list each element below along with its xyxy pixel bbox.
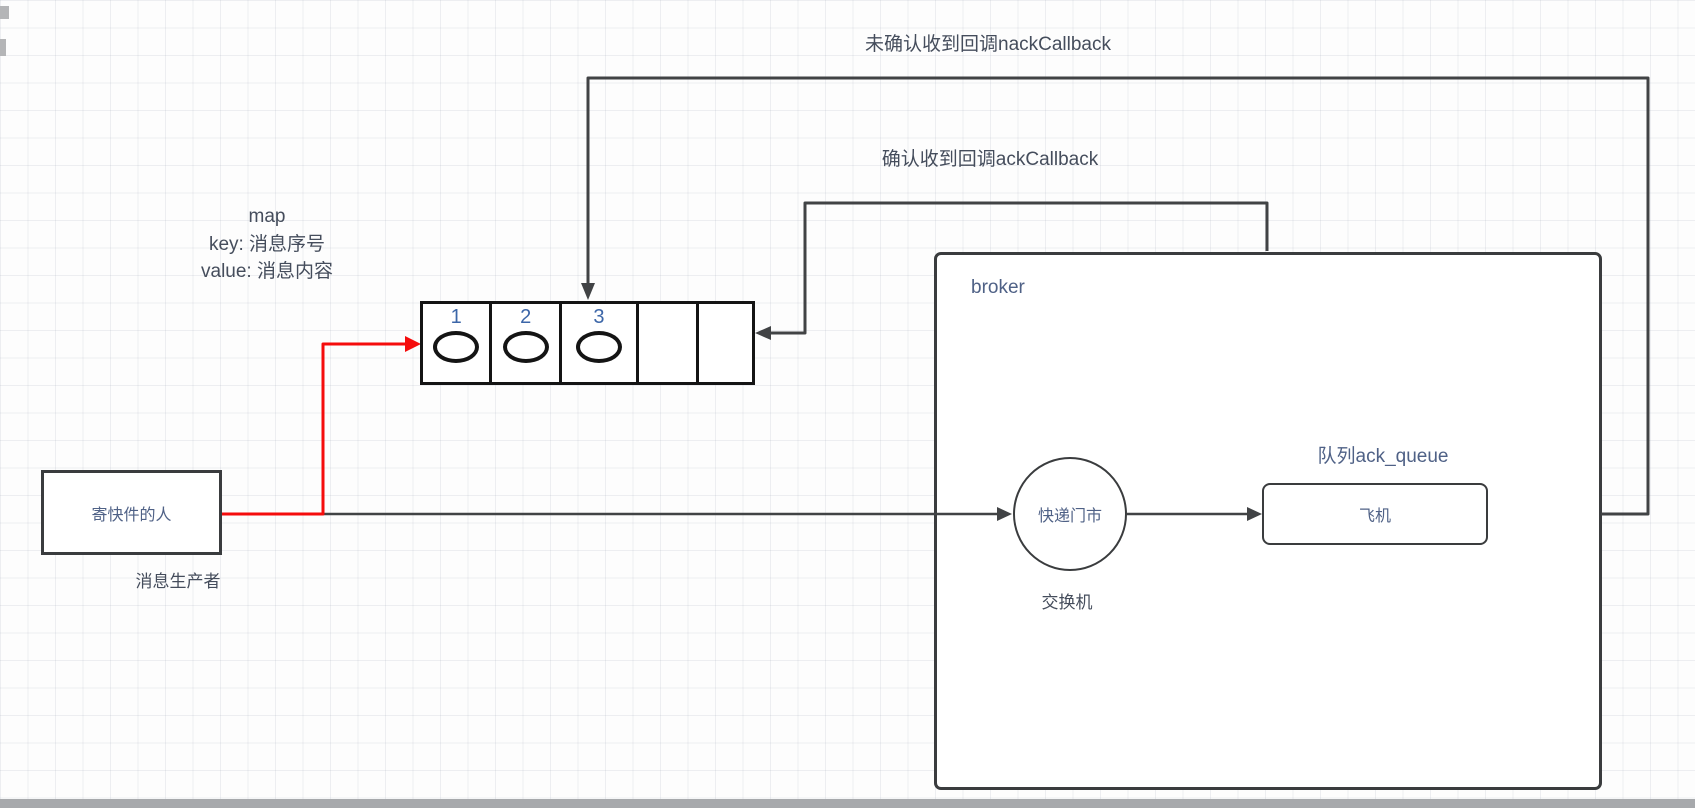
- map-annotation-line2: key: 消息序号: [208, 233, 326, 255]
- map-annotation-line3: value: 消息内容: [201, 261, 333, 282]
- producer-caption: 消息生产者: [135, 572, 221, 591]
- exchange-caption: 交换机: [1041, 593, 1093, 612]
- exchange-circle-label: 快递门市: [1037, 508, 1102, 525]
- broker-label: broker: [971, 277, 1025, 298]
- ack-queue-box: 飞机: [1262, 483, 1488, 545]
- map-cell-5: [699, 304, 752, 382]
- message-ellipse: [575, 331, 622, 363]
- producer-to-map-arrowhead: [405, 336, 421, 352]
- left-edge-notch: [0, 6, 9, 19]
- bottom-edge-strip: [0, 799, 1695, 808]
- ack-queue-box-label: 飞机: [1358, 508, 1391, 525]
- map-cell-2-number: 2: [520, 306, 532, 328]
- message-ellipse: [433, 331, 480, 363]
- producer-box-label: 寄快件的人: [91, 506, 172, 524]
- confirm-map-structure: 1 2 3: [420, 301, 755, 385]
- map-cell-1-number: 1: [450, 306, 462, 328]
- ack-callback-arrowhead: [755, 326, 771, 340]
- exchange-circle: 快递门市: [1013, 457, 1127, 571]
- producer-to-exchange-arrowhead: [997, 507, 1012, 521]
- message-ellipse: [502, 331, 549, 363]
- producer-to-map-connector: [222, 342, 407, 516]
- nack-callback-label: 未确认收到回调nackCallback: [865, 34, 1111, 55]
- map-cell-4: [639, 304, 699, 382]
- map-cell-2: 2: [492, 304, 562, 382]
- map-cell-1: 1: [423, 304, 493, 382]
- nack-callback-connector: [586, 76, 1650, 516]
- nack-callback-arrowhead: [581, 283, 595, 300]
- ack-callback-connector: [760, 201, 1269, 335]
- exchange-to-queue-arrowhead: [1247, 507, 1262, 521]
- map-annotation-line1: map: [248, 206, 286, 227]
- producer-box: 寄快件的人: [41, 470, 222, 555]
- map-cell-3: 3: [562, 304, 639, 382]
- map-annotation: map key: 消息序号 value: 消息内容: [152, 203, 382, 286]
- ack-callback-label: 确认收到回调ackCallback: [881, 149, 1099, 170]
- map-cell-3-number: 3: [593, 306, 605, 328]
- left-edge-notch: [0, 39, 6, 56]
- ack-queue-title: 队列ack_queue: [1317, 446, 1449, 467]
